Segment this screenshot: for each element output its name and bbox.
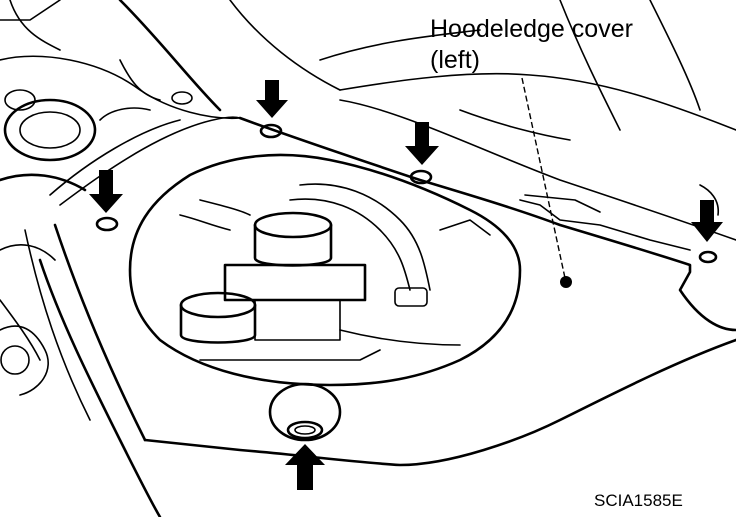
strut-tower-mount	[268, 382, 342, 442]
figure-code: SCIA1585E	[594, 491, 683, 510]
down-arrow-icon	[256, 80, 288, 118]
callout-label: Hoodeledge cover (left)	[430, 14, 633, 76]
clip-holes	[95, 123, 718, 264]
cowl-structure	[229, 0, 736, 241]
down-arrow-icon	[89, 170, 123, 213]
left-engine-components	[0, 59, 193, 396]
callout-leader	[521, 77, 572, 288]
down-arrow-icon	[405, 122, 439, 165]
hoodledge-cover-outline	[128, 116, 736, 467]
callout-line-1: Hoodeledge cover	[430, 15, 633, 43]
down-arrow-icon	[691, 200, 723, 242]
brake-master-cylinder	[179, 183, 491, 361]
up-arrow-icon	[285, 444, 325, 490]
arrow-indicators	[89, 80, 723, 490]
callout-line-2: (left)	[430, 46, 480, 74]
left-fender-structure	[0, 0, 241, 517]
